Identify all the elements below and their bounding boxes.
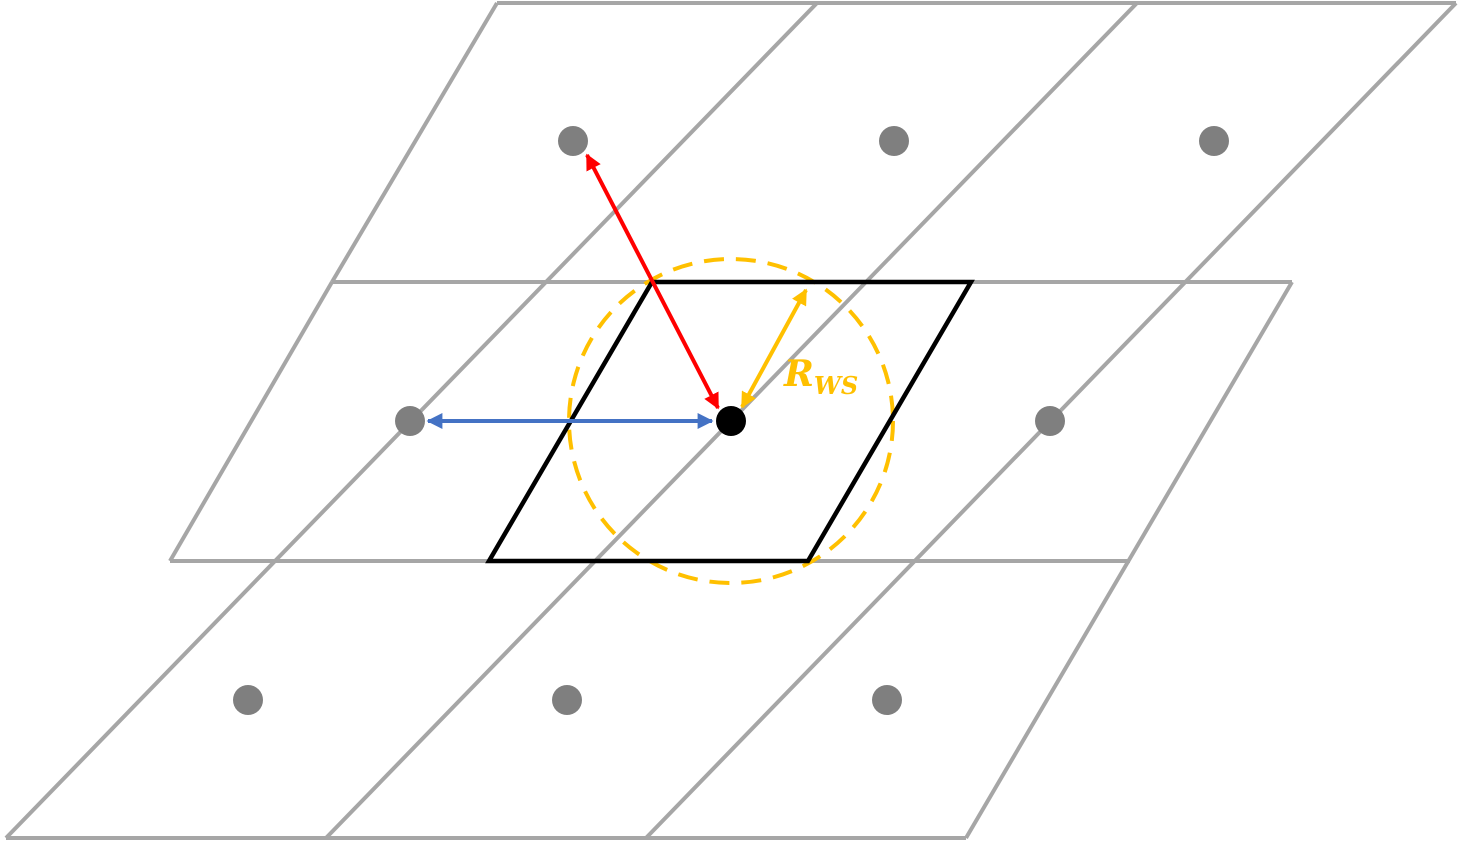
unit-cell-highlight bbox=[485, 279, 975, 564]
rws-label-subscript: WS bbox=[814, 371, 858, 400]
ws-circle bbox=[567, 257, 895, 585]
lattice-point bbox=[1199, 126, 1229, 156]
lattice-point bbox=[879, 126, 909, 156]
grid-slant-line-6 bbox=[168, 280, 334, 563]
lattice-points bbox=[233, 126, 1229, 715]
lattice-point bbox=[872, 685, 902, 715]
lattice-point bbox=[552, 685, 582, 715]
grid-slant-line-5 bbox=[964, 280, 1294, 840]
rws-label-main: R bbox=[783, 353, 814, 395]
red-arrow bbox=[585, 153, 720, 410]
radius-arrow bbox=[740, 288, 808, 409]
grid-slant-line-1 bbox=[330, 1, 499, 284]
lattice-point bbox=[558, 126, 588, 156]
lattice-point bbox=[395, 406, 425, 436]
lattice-point bbox=[1035, 406, 1065, 436]
rws-label: RWS bbox=[783, 353, 858, 400]
lattice-point bbox=[233, 685, 263, 715]
center-lattice-point bbox=[716, 406, 746, 436]
